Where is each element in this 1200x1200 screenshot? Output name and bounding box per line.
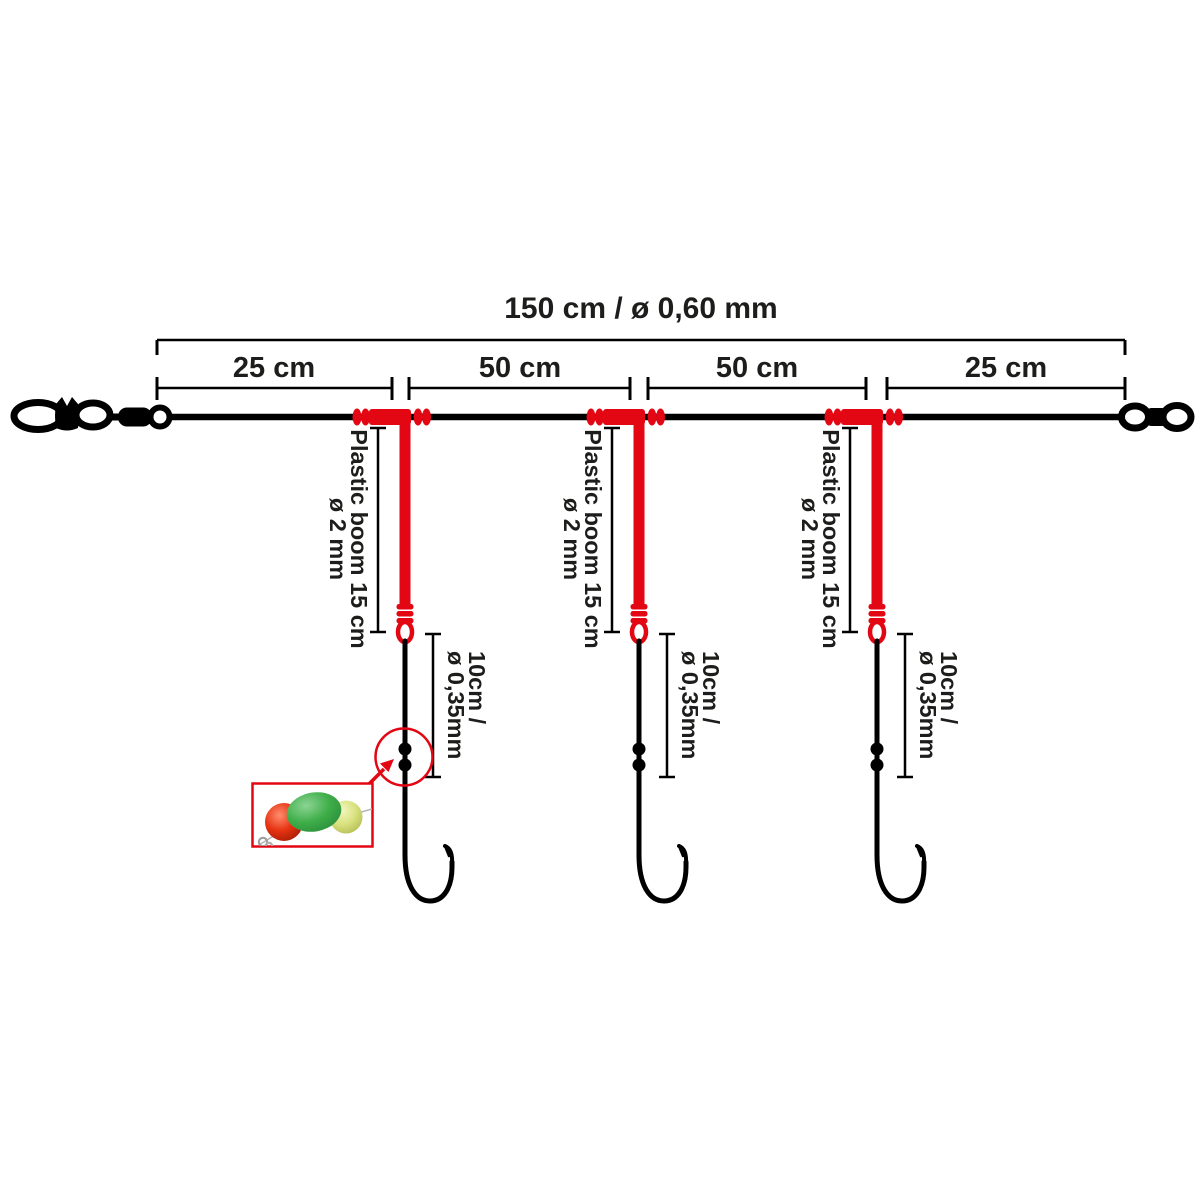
bead-detail-inset <box>251 782 374 848</box>
hook-barb <box>915 844 923 858</box>
dim-segment-lines <box>155 377 1127 400</box>
fishing-hook-icon <box>402 638 455 904</box>
segment-label-1: 25 cm <box>232 352 316 384</box>
plastic-boom-3 <box>824 408 903 645</box>
stop-bead <box>632 758 646 772</box>
snood-label-line2: ø 0,35mm <box>677 651 704 760</box>
fishing-hook-icon <box>636 638 689 904</box>
boom-length-label-1: Plastic boom 15 cm ø 2 mm <box>326 426 373 652</box>
stop-bead <box>870 742 884 756</box>
snood-length-label-3: 10cm / ø 0,35mm <box>915 651 963 778</box>
green-oval-bead <box>286 792 342 832</box>
hook-barb <box>677 844 685 858</box>
stop-bead <box>632 742 646 756</box>
snood-length-dim-2 <box>659 632 675 779</box>
boom-label-line1: Plastic boom 15 cm <box>580 429 606 649</box>
snood-label-line1: 10cm / <box>464 651 490 725</box>
boom-label-line1: Plastic boom 15 cm <box>818 429 844 649</box>
snood-length-dim-3 <box>897 632 913 779</box>
segment-label-3: 50 cm <box>715 352 799 384</box>
boom-length-dim-1 <box>370 426 386 634</box>
hook-eye-detail <box>257 836 269 846</box>
segment-label-4: 25 cm <box>964 352 1048 384</box>
snood-label-line2: ø 0,35mm <box>915 651 942 760</box>
snood-label-line1: 10cm / <box>698 651 724 725</box>
stop-bead <box>870 758 884 772</box>
boom-label-line1: Plastic boom 15 cm <box>346 429 372 649</box>
dim-150cm-line <box>155 338 1127 355</box>
stop-bead <box>398 758 412 772</box>
boom-length-dim-2 <box>604 426 620 634</box>
snood-length-label-2: 10cm / ø 0,35mm <box>677 651 725 778</box>
boom-length-label-3: Plastic boom 15 cm ø 2 mm <box>798 426 845 652</box>
hook-snood-3 <box>870 638 927 904</box>
barrel-swivel-icon <box>1118 402 1195 432</box>
hook-snood-1 <box>398 638 455 904</box>
snood-length-label-1: 10cm / ø 0,35mm <box>443 651 491 778</box>
boom-length-label-2: Plastic boom 15 cm ø 2 mm <box>560 426 607 652</box>
snap-swivel-icon <box>10 397 173 433</box>
segment-label-2: 50 cm <box>478 352 562 384</box>
detail-circle <box>374 727 434 787</box>
fishing-hook-icon <box>874 638 927 904</box>
boom-length-dim-3 <box>842 426 858 634</box>
hook-barb <box>443 844 451 858</box>
plastic-boom-1 <box>352 408 431 645</box>
snood-label-line1: 10cm / <box>936 651 962 725</box>
stop-bead <box>398 742 412 756</box>
snood-label-line2: ø 0,35mm <box>443 651 470 760</box>
hook-snood-2 <box>632 638 689 904</box>
main-dimension-label: 150 cm / ø 0,60 mm <box>504 292 778 325</box>
